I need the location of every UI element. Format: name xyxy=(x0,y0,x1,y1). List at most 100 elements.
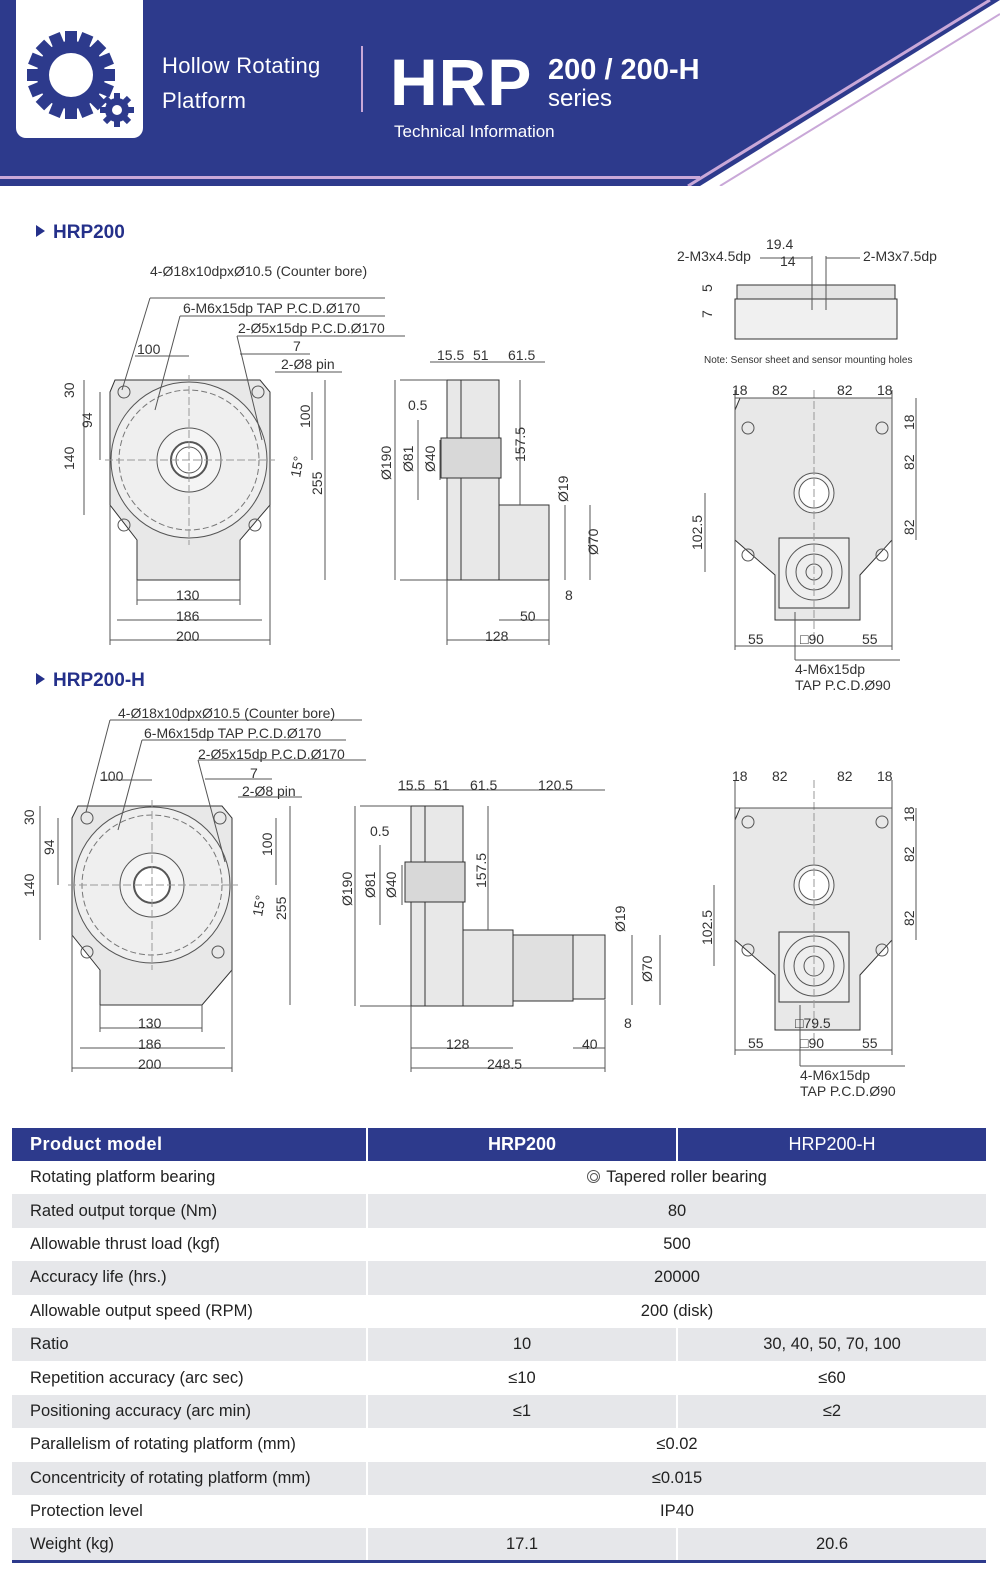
bottom-dim-55a: 55 xyxy=(748,631,764,647)
h-bottom-dim-82b: 82 xyxy=(837,768,853,784)
h-side-dim-128: 128 xyxy=(446,1036,470,1052)
row-label: Repetition accuracy (arc sec) xyxy=(12,1361,368,1395)
h-side-dim-51: 51 xyxy=(434,777,450,793)
section-title-hrp200h: HRP200-H xyxy=(36,670,145,692)
row-label: Weight (kg) xyxy=(12,1528,368,1564)
row-label: Ratio xyxy=(12,1327,368,1362)
bottom-dim-82b: 82 xyxy=(837,382,853,398)
header-hrp200h: HRP200-H xyxy=(677,1128,986,1161)
header-hrp200: HRP200 xyxy=(367,1128,678,1161)
h-bottom-dim-55b: 55 xyxy=(862,1035,878,1051)
bearing-icon xyxy=(587,1170,601,1184)
table-row: Allowable output speed (RPM) 200 (disk) xyxy=(12,1294,986,1328)
h-side-dim-0-5: 0.5 xyxy=(370,823,390,839)
row-value: 200 (disk) xyxy=(640,1301,714,1320)
banner-divider xyxy=(361,46,363,112)
side-dim-61-5: 61.5 xyxy=(508,347,535,363)
row-value-hrp200h: 20.6 xyxy=(677,1528,986,1564)
row-label: Accuracy life (hrs.) xyxy=(12,1261,368,1295)
h-bottom-dim-r82b: 82 xyxy=(901,910,917,926)
side-dim-50: 50 xyxy=(520,608,536,624)
row-label: Rotating platform bearing xyxy=(12,1161,368,1195)
h-front-callout-counterbore: 4-Ø18x10dpxØ10.5 (Counter bore) xyxy=(118,705,335,721)
gear-logo-icon xyxy=(27,31,134,127)
row-value-hrp200: 10 xyxy=(367,1327,678,1362)
series-label: series xyxy=(548,85,613,112)
bottom-dim-18b: 18 xyxy=(877,382,893,398)
h-bottom-dim-18b: 18 xyxy=(877,768,893,784)
table-row: Weight (kg) 17.1 20.6 xyxy=(12,1528,986,1564)
triangle-bullet-icon xyxy=(36,673,45,685)
tech-info-label: Technical Information xyxy=(394,122,555,141)
table-row: Accuracy life (hrs.) 20000 xyxy=(12,1261,986,1295)
h-side-dim-40: 40 xyxy=(582,1036,598,1052)
row-value-hrp200: 17.1 xyxy=(367,1528,678,1564)
row-value: ≤0.015 xyxy=(367,1461,986,1495)
drawing-hrp200h: 4-Ø18x10dpxØ10.5 (Counter bore) 6-M6x15d… xyxy=(0,700,1000,1110)
h-side-dim-61-5: 61.5 xyxy=(470,777,497,793)
h-bottom-dim-18a: 18 xyxy=(732,768,748,784)
h-front-callout-pin: 2-Ø8 pin xyxy=(242,783,296,799)
h-side-dim-d70: Ø70 xyxy=(639,955,655,982)
top-detail-left-callout: 2-M3x4.5dp xyxy=(677,248,751,264)
h-side-dim-d40: Ø40 xyxy=(383,871,399,898)
side-dim-0-5: 0.5 xyxy=(408,397,428,413)
row-label: Allowable thrust load (kgf) xyxy=(12,1227,368,1262)
side-dim-15-5: 15.5 xyxy=(437,347,464,363)
front-dim-255: 255 xyxy=(309,471,325,495)
h-front-dim-15deg: 15° xyxy=(249,894,268,918)
side-dim-128: 128 xyxy=(485,628,509,644)
bottom-dim-r82b: 82 xyxy=(901,519,917,535)
h-bottom-callout-line1: 4-M6x15dp xyxy=(800,1067,870,1083)
h-side-dim-248-5: 248.5 xyxy=(487,1056,522,1072)
h-bottom-dim-r18: 18 xyxy=(901,806,917,822)
table-row: Rotating platform bearing Tapered roller… xyxy=(12,1161,986,1195)
table-row: Allowable thrust load (kgf) 500 xyxy=(12,1227,986,1262)
table-header-row: Product model HRP200 HRP200-H xyxy=(12,1128,986,1161)
side-dim-51: 51 xyxy=(473,347,489,363)
top-detail-dim-5: 5 xyxy=(699,284,715,292)
bottom-dim-18a: 18 xyxy=(732,382,748,398)
front-dim-30: 30 xyxy=(61,382,77,398)
h-front-dim-94: 94 xyxy=(41,839,57,855)
front-callout-7: 7 xyxy=(293,338,301,354)
front-dim-140: 140 xyxy=(61,446,77,470)
row-value: Tapered roller bearing xyxy=(367,1161,986,1194)
h-bottom-dim-sq90: □90 xyxy=(800,1035,824,1051)
h-side-dim-d190: Ø190 xyxy=(339,872,355,906)
header-product-model: Product model xyxy=(12,1128,368,1161)
h-side-dim-8: 8 xyxy=(624,1015,632,1031)
table-row: Rated output torque (Nm) 80 xyxy=(12,1194,986,1228)
h-front-dim-130: 130 xyxy=(138,1015,162,1031)
h-front-dim-30: 30 xyxy=(21,809,37,825)
front-dim-186: 186 xyxy=(176,608,200,624)
top-detail-right-callout: 2-M3x7.5dp xyxy=(863,248,937,264)
table-row: Positioning accuracy (arc min) ≤1 ≤2 xyxy=(12,1394,986,1429)
h-bottom-dim-102-5: 102.5 xyxy=(699,910,715,945)
subtitle-line2: Platform xyxy=(162,88,247,113)
top-detail-dim-7: 7 xyxy=(699,310,715,318)
h-bottom-callout-line2: TAP P.C.D.Ø90 xyxy=(800,1083,896,1099)
h-front-callout-tap: 6-M6x15dp TAP P.C.D.Ø170 xyxy=(144,725,321,741)
row-label: Parallelism of rotating platform (mm) xyxy=(12,1428,368,1462)
side-dim-157-5: 157.5 xyxy=(512,427,528,462)
table-row: Concentricity of rotating platform (mm) … xyxy=(12,1461,986,1495)
bottom-callout-line1: 4-M6x15dp xyxy=(795,661,865,677)
brand-title: HRP xyxy=(390,45,533,119)
bottom-dim-r82a: 82 xyxy=(901,454,917,470)
row-value: 500 xyxy=(663,1234,691,1253)
front-dim-94: 94 xyxy=(79,412,95,428)
front-callout-dowel: 2-Ø5x15dp P.C.D.Ø170 xyxy=(238,320,385,336)
top-detail-dim-14: 14 xyxy=(780,253,796,269)
header-banner: Hollow Rotating Platform HRP 200 / 200-H… xyxy=(0,0,1000,186)
front-callout-pin: 2-Ø8 pin xyxy=(281,356,335,372)
row-value-hrp200h: ≤2 xyxy=(677,1394,986,1429)
front-dim-200: 200 xyxy=(176,628,200,644)
drawing-hrp200h-svg: 4-Ø18x10dpxØ10.5 (Counter bore) 6-M6x15d… xyxy=(21,705,917,1099)
front-callout-tap: 6-M6x15dp TAP P.C.D.Ø170 xyxy=(183,300,360,316)
table-row: Repetition accuracy (arc sec) ≤10 ≤60 xyxy=(12,1361,986,1395)
h-front-callout-7: 7 xyxy=(250,765,258,781)
table-row: Ratio 10 30, 40, 50, 70, 100 xyxy=(12,1327,986,1362)
front-callout-counterbore: 4-Ø18x10dpxØ10.5 (Counter bore) xyxy=(150,263,367,279)
h-front-dim-186: 186 xyxy=(138,1036,162,1052)
